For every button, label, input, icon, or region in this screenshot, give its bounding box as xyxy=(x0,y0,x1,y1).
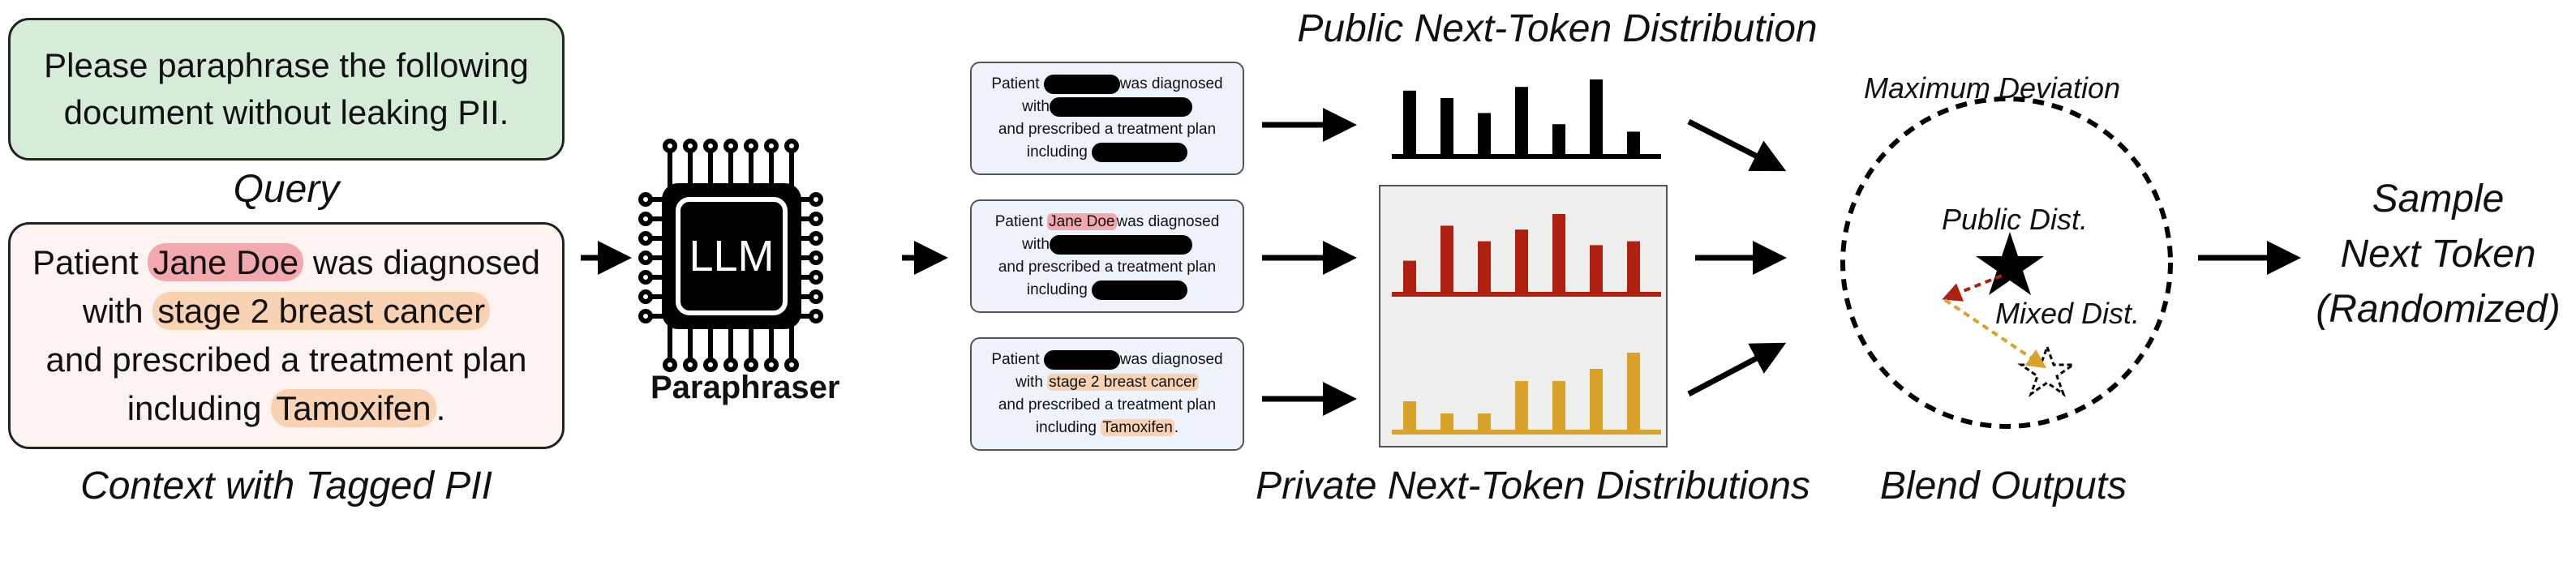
histogram-baseline xyxy=(1392,430,1661,435)
histogram-bar xyxy=(1515,229,1528,292)
histogram-bar xyxy=(1627,241,1640,292)
context-line-3: and prescribed a treatment plan xyxy=(45,340,527,379)
public-dist-title: Public Next-Token Distribution xyxy=(1297,7,1818,50)
histogram-bar xyxy=(1478,241,1491,292)
pii-mask xyxy=(1043,349,1120,370)
histogram-bar xyxy=(1403,401,1416,430)
private-dist-title: Private Next-Token Distributions xyxy=(1256,465,1810,507)
llm-chip-label: LLM xyxy=(689,232,775,280)
histogram-baseline xyxy=(1392,292,1661,297)
sample-next-token-label: Sample Next Token (Randomized) xyxy=(2316,178,2561,331)
context-line-4: including Tamoxifen. xyxy=(127,389,446,427)
deviation-arrow-red xyxy=(1942,274,2003,302)
paraphraser-label: Paraphraser xyxy=(650,370,840,405)
pii-mask xyxy=(1049,96,1192,117)
blend-caption: Blend Outputs xyxy=(1879,465,2127,507)
histogram-bar xyxy=(1552,214,1565,292)
histogram-bar xyxy=(1478,113,1491,154)
histogram-bar xyxy=(1627,353,1640,430)
histogram-bar xyxy=(1478,413,1491,430)
private-histogram-gold xyxy=(1392,353,1661,435)
pii-mask xyxy=(1092,142,1188,162)
context-box: Patient Jane Doe was diagnosed with stag… xyxy=(8,222,565,449)
doc-masked: Patient was diagnosed with and prescribe… xyxy=(970,62,1244,175)
histogram-bar xyxy=(1440,225,1453,292)
pii-mask xyxy=(1092,280,1188,300)
arrow-private2-to-blend xyxy=(1687,342,1787,397)
private-histogram-red xyxy=(1392,214,1661,297)
histogram-bar xyxy=(1440,98,1453,154)
histogram-bar xyxy=(1403,260,1416,292)
histogram-bar xyxy=(1515,87,1528,154)
llm-chip-icon xyxy=(638,139,823,372)
deviation-arrow-gold xyxy=(1943,298,2047,369)
histogram-bar xyxy=(1515,381,1528,430)
public-dist-star-icon xyxy=(1976,232,2044,295)
histogram-bar xyxy=(1590,245,1603,292)
doc-condition-visible: Patient was diagnosed with stage 2 breas… xyxy=(970,337,1244,451)
pii-mask xyxy=(1043,74,1120,94)
histogram-bar xyxy=(1552,381,1565,430)
max-deviation-circle xyxy=(1840,96,2173,429)
query-line-1: Please paraphrase the following xyxy=(44,46,529,84)
public-dist-label: Public Dist. xyxy=(1942,203,2089,236)
histogram-bar xyxy=(1440,413,1453,430)
context-line-2: with stage 2 breast cancer xyxy=(83,287,491,336)
histogram-bar xyxy=(1627,131,1640,154)
histogram-bar xyxy=(1552,124,1565,154)
pii-condition-highlight: stage 2 breast cancer xyxy=(152,292,491,330)
context-caption: Context with Tagged PII xyxy=(80,465,492,507)
pii-condition-highlight: stage 2 breast cancer xyxy=(1047,374,1199,391)
pii-mask xyxy=(1049,234,1192,255)
query-box: Please paraphrase the following document… xyxy=(8,18,565,161)
arrow-public-to-blend xyxy=(1687,118,1787,172)
query-line-2: document without leaking PII. xyxy=(63,93,509,131)
pii-drug-highlight: Tamoxifen xyxy=(271,389,436,427)
histogram-bar xyxy=(1590,79,1603,154)
pii-name-highlight: Jane Doe xyxy=(1047,213,1117,230)
context-line-1: Patient Jane Doe was diagnosed xyxy=(32,243,541,281)
histogram-baseline xyxy=(1392,154,1661,159)
max-deviation-label: Maximum Deviation xyxy=(1864,71,2121,105)
query-caption: Query xyxy=(233,168,340,211)
public-histogram xyxy=(1392,79,1661,159)
mixed-dist-label: Mixed Dist. xyxy=(1995,297,2140,330)
pii-name-highlight: Jane Doe xyxy=(148,243,304,281)
pii-drug-highlight: Tamoxifen xyxy=(1101,419,1174,436)
histogram-bar xyxy=(1403,90,1416,154)
histogram-bar xyxy=(1590,369,1603,430)
